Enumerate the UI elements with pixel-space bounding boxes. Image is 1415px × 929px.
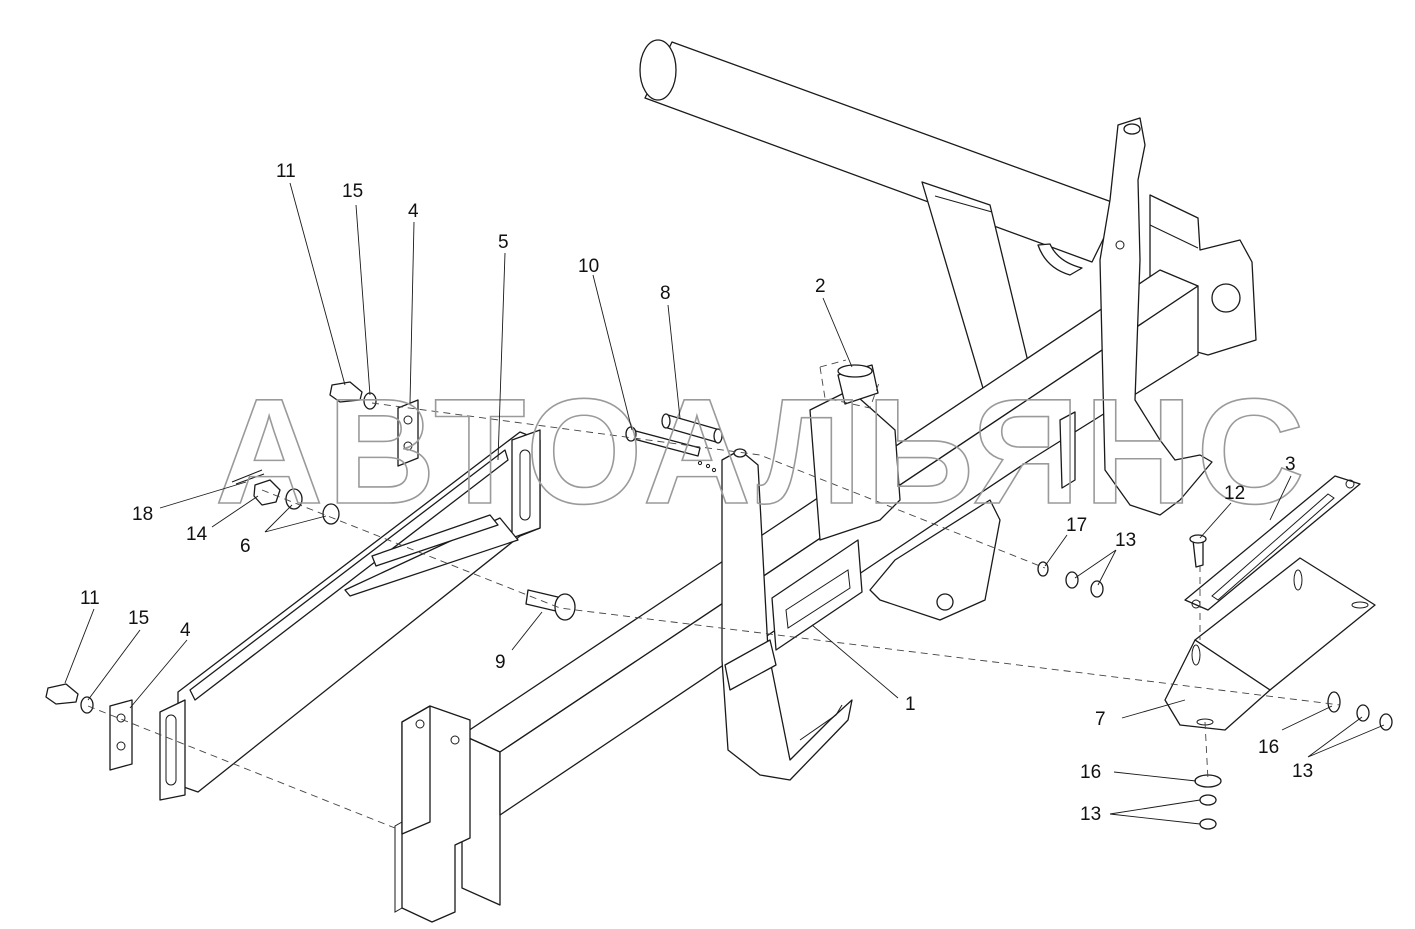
bolt-part-11-upper: [329, 381, 377, 410]
plate-part-4-lower: [109, 699, 133, 771]
callout-15-lower: 15: [128, 608, 149, 629]
callout-16-bottom: 16: [1080, 762, 1101, 783]
callout-13-right: 13: [1292, 761, 1313, 782]
slotted-arm-part-5: [159, 429, 541, 801]
watermark: АВТОАЛЬЯНС: [215, 367, 1309, 535]
screw-part-12: [1189, 534, 1207, 568]
nuts-part-13-bottom: [1199, 794, 1217, 830]
assembly-axis-lines: [87, 402, 1341, 831]
callout-13-upper: 13: [1115, 530, 1136, 551]
callout-4-lower: 4: [180, 620, 191, 641]
beam-plate-1: [771, 389, 901, 651]
callout-11-upper: 11: [276, 161, 296, 182]
callout-9: 9: [495, 652, 506, 673]
callout-17: 17: [1066, 515, 1087, 536]
callout-8: 8: [660, 283, 671, 304]
bolt-part-11-lower: [45, 683, 94, 714]
callout-11-lower: 11: [80, 588, 100, 609]
callout-labels: 1 2 3 4 4 5 6 7 8 9 10 11 11 12 13 13 13…: [80, 161, 1313, 825]
callout-14: 14: [186, 524, 208, 545]
callout-12: 12: [1224, 483, 1245, 504]
callout-18: 18: [132, 504, 153, 525]
nut-part-14: [231, 469, 281, 506]
beam-end-post: [394, 705, 471, 923]
leader-lines: [64, 182, 1385, 825]
callout-5: 5: [498, 232, 509, 253]
shaft-tube: [639, 39, 1121, 263]
callout-3: 3: [1285, 454, 1296, 475]
nuts-part-13-right: [1356, 704, 1393, 731]
callout-4-upper: 4: [408, 201, 419, 222]
washer-part-16-right: [1327, 691, 1341, 713]
callout-1: 1: [905, 694, 916, 715]
angle-bracket-part-7: [1164, 557, 1376, 731]
tube-clip: [1037, 243, 1083, 276]
lower-bracket: [869, 499, 1001, 621]
bushing-part-2: [819, 359, 881, 409]
callout-6: 6: [240, 536, 251, 557]
callout-10: 10: [578, 256, 599, 277]
callout-16-right: 16: [1258, 737, 1279, 758]
callout-2: 2: [815, 276, 826, 297]
plate-part-4-upper: [397, 399, 419, 467]
front-hook: [721, 448, 853, 781]
pin-part-9: [525, 589, 576, 621]
rear-hook: [1059, 117, 1213, 516]
callout-7: 7: [1095, 709, 1106, 730]
pin-part-8: [661, 413, 723, 444]
bolt-part-10: [625, 426, 717, 473]
nuts-part-13-upper: [1065, 571, 1104, 598]
callout-13-bottom: 13: [1080, 804, 1101, 825]
callout-15-upper: 15: [342, 181, 363, 202]
